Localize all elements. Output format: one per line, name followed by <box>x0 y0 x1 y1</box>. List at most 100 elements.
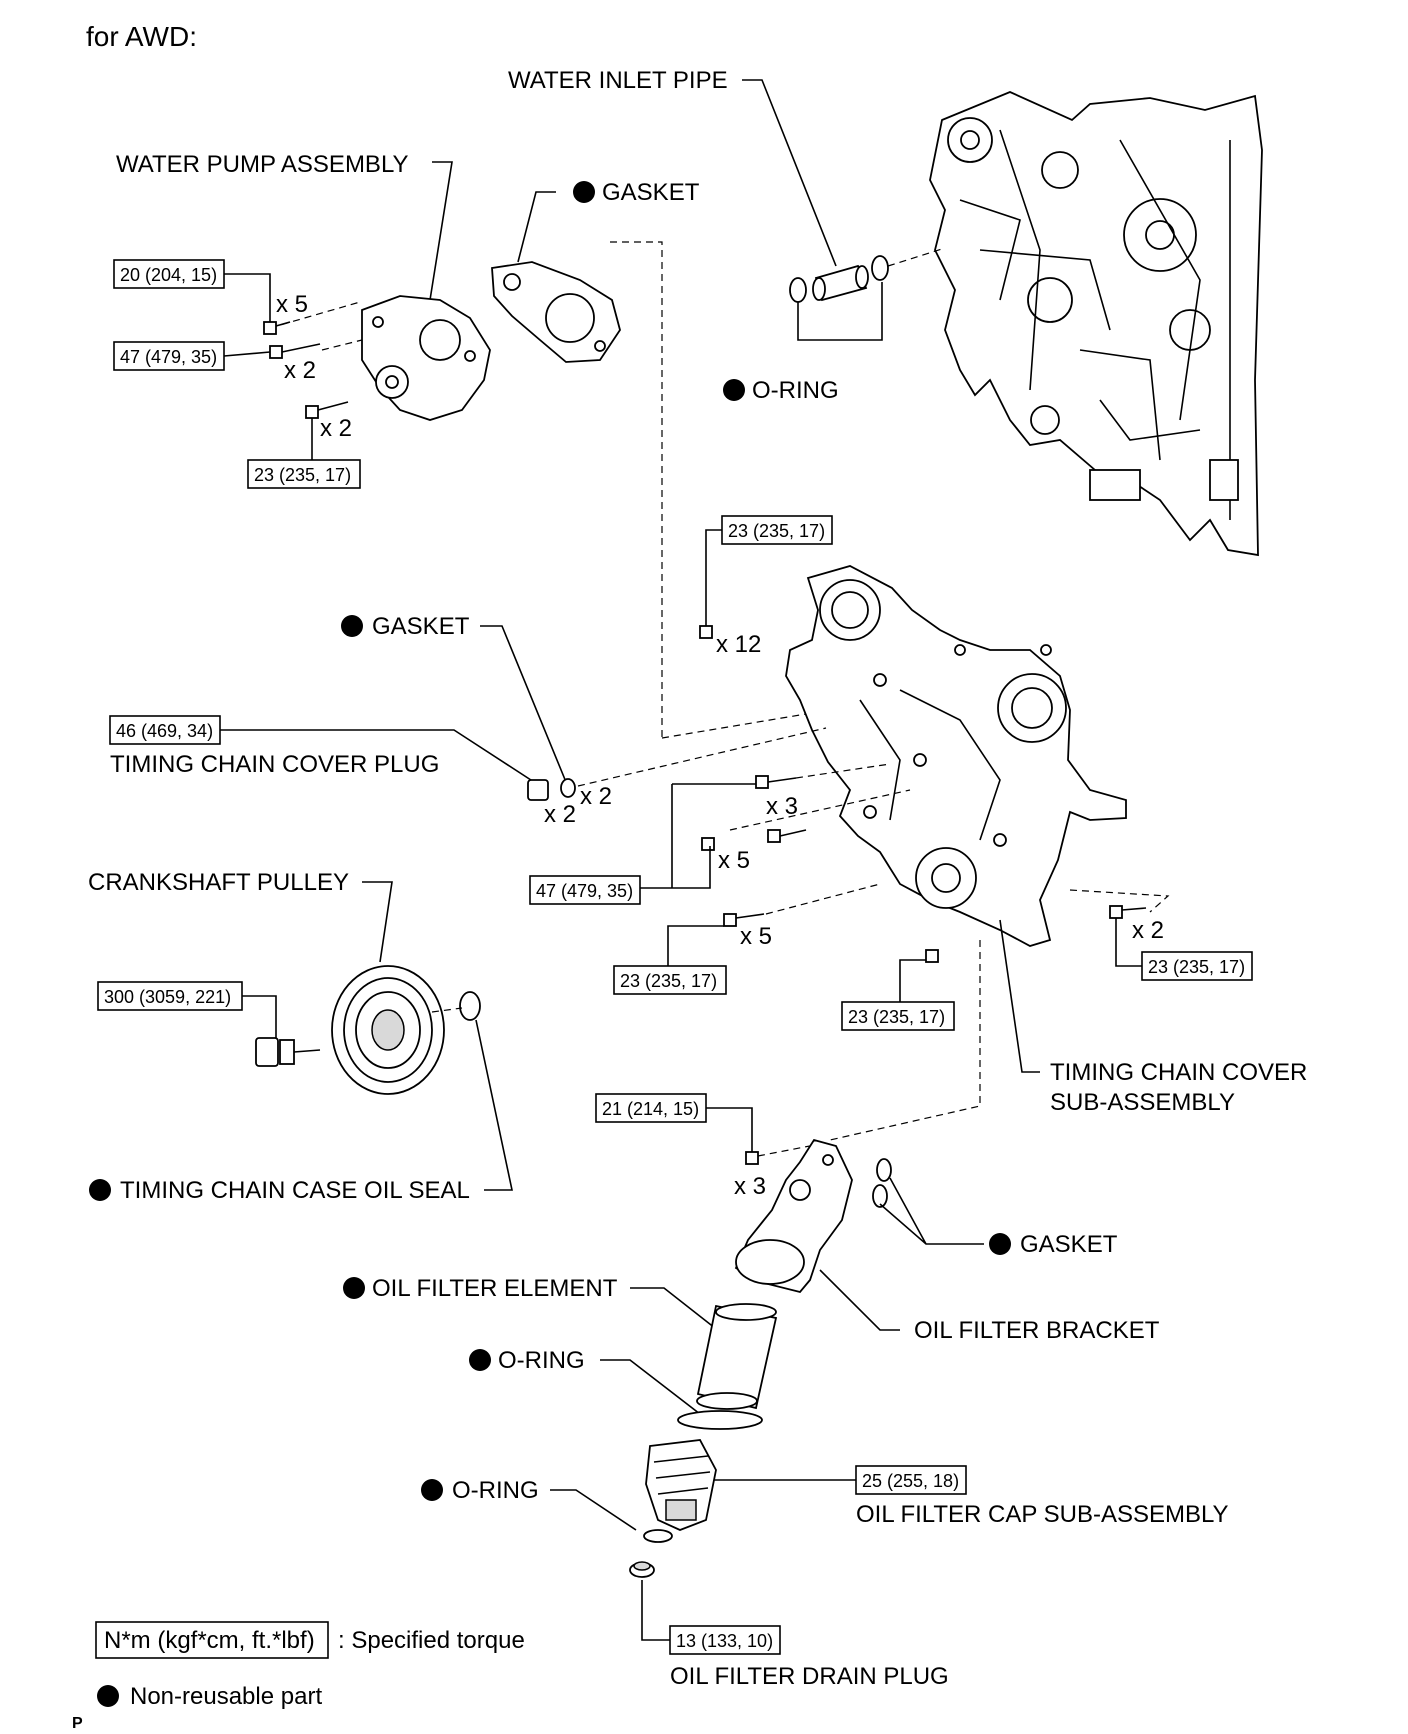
non-reusable-mark <box>573 181 595 203</box>
quantity-label: x 5 <box>718 847 750 874</box>
crankshaft-pulley-label: CRANKSHAFT PULLEY <box>88 869 349 896</box>
torque-value: 25 (255, 18) <box>862 1471 959 1491</box>
torque-box <box>595 1093 707 1123</box>
bolt-icon <box>925 949 939 963</box>
torque-box <box>841 1001 955 1031</box>
torque-value: 23 (235, 17) <box>1148 957 1245 977</box>
gasket-bracket-leader <box>879 1177 984 1245</box>
footer-code: P <box>72 1715 83 1732</box>
torque-box <box>247 459 361 489</box>
o-ring-cap-part <box>643 1529 673 1543</box>
bolt-icon <box>269 343 321 359</box>
oil-filter-cap-part <box>645 1439 717 1531</box>
pulley-bolt-icon <box>255 1037 321 1067</box>
bolt-icon <box>723 913 765 927</box>
crankshaft-pulley-leader <box>362 881 393 963</box>
o-ring-top-bracket <box>797 282 883 341</box>
bolt-icon <box>745 1151 759 1165</box>
water-pump-part <box>361 295 491 421</box>
crankshaft-pulley-part <box>331 965 445 1095</box>
torque-value: 47 (479, 35) <box>120 347 217 367</box>
bolt-icon <box>755 775 797 789</box>
timing-chain-cover-part <box>785 565 1127 947</box>
water-pump-guide-line <box>610 241 663 738</box>
bolt-guide-line <box>765 883 881 915</box>
torque-value: 23 (235, 17) <box>848 1007 945 1027</box>
cover-guide-line <box>661 709 831 739</box>
pipe-guide-line <box>887 247 946 267</box>
oil-filter-cap-label: OIL FILTER CAP SUB-ASSEMBLY <box>856 1501 1229 1528</box>
drain-plug-leader <box>641 1580 670 1641</box>
quantity-label: x 3 <box>734 1173 766 1200</box>
torque-value: 13 (133, 10) <box>676 1631 773 1651</box>
bolt-icon <box>305 401 349 419</box>
oil-filter-drain-plug-label: OIL FILTER DRAIN PLUG <box>670 1663 949 1690</box>
timing-chain-cover-label-2: SUB-ASSEMBLY <box>1050 1089 1235 1116</box>
water-pump-assembly-label: WATER PUMP ASSEMBLY <box>116 151 409 178</box>
oil-seal-part <box>459 991 481 1021</box>
bolt-icon <box>1109 905 1147 919</box>
torque-value: 47 (479, 35) <box>536 881 633 901</box>
torque-value: 21 (214, 15) <box>602 1099 699 1119</box>
legend-torque-units: N*m (kgf*cm, ft.*lbf) <box>104 1627 315 1654</box>
bolt-guide-line <box>729 789 911 831</box>
quantity-label: x 2 <box>1132 917 1164 944</box>
bolt-icon <box>767 829 807 843</box>
bolt-guide-line <box>1069 889 1170 913</box>
gasket-plug-label: GASKET <box>372 613 470 640</box>
engine-block-illustration <box>929 91 1263 557</box>
legend-non-reusable-mark <box>97 1685 119 1707</box>
oil-filter-bracket-part <box>734 1138 853 1294</box>
non-reusable-mark <box>989 1233 1011 1255</box>
gasket-top-label: GASKET <box>602 179 700 206</box>
torque-box <box>109 715 221 745</box>
bolt-icon <box>701 837 715 851</box>
torque-box <box>855 1465 967 1495</box>
quantity-label: x 5 <box>276 291 308 318</box>
torque-leader <box>1115 918 1142 967</box>
plug-guide-line <box>577 727 827 787</box>
bolt-icon <box>699 625 713 639</box>
torque-leader <box>224 273 271 326</box>
bolt-icon <box>263 321 291 335</box>
drain-plug-part <box>629 1561 655 1578</box>
quantity-label: x 5 <box>740 923 772 950</box>
gasket-plug-leader <box>480 625 567 783</box>
torque-value: 20 (204, 15) <box>120 265 217 285</box>
torque-leader <box>242 995 277 1042</box>
o-ring-top-label: O-RING <box>752 377 839 404</box>
non-reusable-mark <box>343 1277 365 1299</box>
torque-box <box>113 341 225 371</box>
oil-filter-element-part <box>696 1303 778 1410</box>
torque-leader <box>667 925 724 966</box>
torque-leader <box>223 351 271 357</box>
non-reusable-mark <box>469 1349 491 1371</box>
torque-leader <box>705 529 722 626</box>
bracket-guide-line <box>829 940 981 1141</box>
oil-seal-leader <box>475 1019 513 1191</box>
torque-box <box>529 875 641 905</box>
timing-chain-cover-label: TIMING CHAIN COVER <box>1050 1059 1307 1086</box>
torque-value: 23 (235, 17) <box>620 971 717 991</box>
water-pump-gasket-part <box>491 261 621 363</box>
torque-leader <box>706 1107 753 1152</box>
timing-chain-cover-plug-label: TIMING CHAIN COVER PLUG <box>110 751 439 778</box>
water-inlet-pipe-label: WATER INLET PIPE <box>508 67 728 94</box>
torque-box <box>669 1625 781 1655</box>
o-ring-element-label: O-RING <box>498 1347 585 1374</box>
torque-box <box>613 965 727 995</box>
torque-value: 300 (3059, 221) <box>104 987 231 1007</box>
oil-filter-element-leader <box>630 1287 721 1333</box>
torque-value: 23 (235, 17) <box>728 521 825 541</box>
quantity-label: x 12 <box>716 631 761 658</box>
plug-leader <box>220 729 535 783</box>
quantity-label: x 2 <box>320 415 352 442</box>
oil-seal-label: TIMING CHAIN CASE OIL SEAL <box>120 1177 470 1204</box>
water-inlet-pipe-part <box>789 255 889 303</box>
bolt-guide-line <box>795 763 891 779</box>
gasket-top-leader <box>517 191 556 263</box>
water-pump-leader <box>429 161 453 301</box>
torque-value: 46 (469, 34) <box>116 721 213 741</box>
